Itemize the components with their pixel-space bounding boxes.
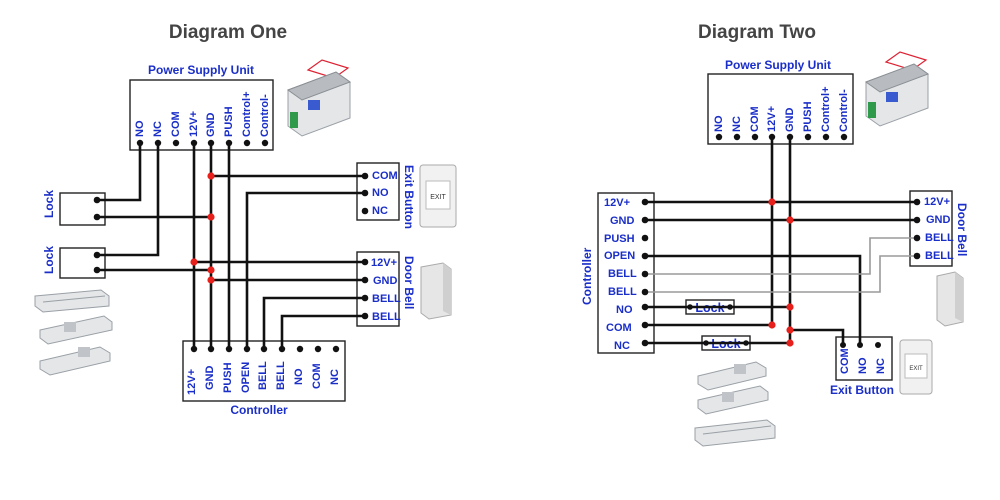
d2-ctrl-pin-nc: NC [614, 340, 630, 352]
d1-controller-pins: 12V+ GND PUSH OPEN BELL BELL NO COM NC [186, 361, 341, 395]
d2-psu-pin-nc: NC [731, 116, 743, 132]
d1-lock-label-2: Lock [42, 246, 56, 274]
d1-bolt-lock-photo [39, 346, 111, 376]
d2-psu-box [707, 73, 854, 145]
d2-terminals [641, 198, 921, 348]
d1-psu-pins: NO NC COM 12V+ GND PUSH Control+ Control… [134, 91, 271, 137]
d1-exit-plate-text: EXIT [430, 194, 446, 201]
d2-ctrl-pin-com: COM [606, 322, 632, 334]
d2-psu-pins: NO NC COM 12V+ GND PUSH Control+ Control… [713, 86, 850, 132]
d1-strike-lock-photo [39, 315, 113, 345]
d1-controller-label: Controller [230, 403, 288, 417]
diagram-two: Diagram Two Power Supply Unit NO NC COM … [580, 22, 969, 447]
d1-ctrl-pin-12v: 12V+ [186, 369, 198, 395]
d1-psu-pin-com: COM [170, 111, 182, 137]
d2-psu-pin-control-plus: Control+ [820, 86, 832, 132]
d1-bell-pin-bell-1: BELL [372, 293, 401, 305]
d2-psu-pin-com: COM [749, 106, 761, 132]
d2-bell-pin-bell-2: BELL [925, 250, 954, 262]
d1-ctrl-pin-nc: NC [329, 369, 341, 385]
d2-ctrl-pin-push: PUSH [604, 233, 635, 245]
d1-psu-pin-control-plus: Control+ [241, 91, 253, 137]
d2-psu-pin-no: NO [713, 115, 725, 132]
d1-ctrl-pin-push: PUSH [222, 362, 234, 393]
d1-exit-pin-nc: NC [372, 205, 388, 217]
d2-junctions [768, 198, 794, 347]
d1-door-bell-photo [420, 262, 452, 320]
d2-ctrl-pin-no: NO [616, 304, 633, 316]
d1-ctrl-pin-gnd: GND [204, 366, 216, 391]
d2-exit-plate-text: EXIT [909, 366, 923, 372]
d1-bell-pin-bell-2: BELL [372, 311, 401, 323]
d1-junctions [190, 172, 215, 284]
d2-psu-pin-control-minus: Control- [838, 89, 850, 132]
d2-exit-pin-nc: NC [875, 358, 887, 374]
d2-exit-pin-com: COM [839, 348, 851, 374]
d2-power-supply-photo [864, 51, 930, 127]
d2-bell-label: Door Bell [955, 203, 969, 256]
d2-controller-pins: 12V+ GND PUSH OPEN BELL BELL NO COM NC [604, 197, 637, 352]
d2-strike-lock-photo [697, 385, 769, 415]
d2-exit-button-photo: EXIT [899, 339, 933, 395]
d1-psu-box [129, 79, 274, 151]
d1-psu-label: Power Supply Unit [148, 63, 254, 77]
d1-psu-pin-control-minus: Control- [259, 94, 271, 137]
d2-magnetic-lock-photo [694, 419, 776, 447]
d1-exit-button-photo: EXIT [419, 164, 457, 228]
d1-wires [97, 143, 365, 349]
diagram-one-title: Diagram One [169, 22, 287, 43]
d2-psu-terminals [715, 133, 848, 141]
diagram-two-title: Diagram Two [698, 22, 816, 43]
d1-terminals [93, 172, 369, 353]
d2-psu-pin-12v: 12V+ [766, 106, 778, 132]
d1-psu-pin-12v: 12V+ [188, 111, 200, 137]
d2-exit-label: Exit Button [830, 383, 894, 397]
d1-ctrl-pin-com: COM [311, 363, 323, 389]
d1-psu-pin-push: PUSH [223, 106, 235, 137]
d2-ctrl-pin-gnd: GND [610, 215, 635, 227]
d1-ctrl-pin-bell-2: BELL [275, 361, 287, 390]
d1-exit-pin-no: NO [372, 187, 389, 199]
d2-door-bell-photo [936, 271, 964, 327]
d1-ctrl-pin-open: OPEN [240, 362, 252, 393]
d1-power-supply-photo [286, 59, 352, 137]
d1-psu-pin-nc: NC [152, 121, 164, 137]
d2-bell-pin-12v: 12V+ [924, 196, 950, 208]
d2-ctrl-pin-open: OPEN [604, 250, 635, 262]
d2-bolt-lock-photo [697, 361, 767, 391]
d2-psu-pin-gnd: GND [784, 108, 796, 133]
d1-magnetic-lock-photo [34, 289, 110, 313]
d1-lock-label-1: Lock [42, 190, 56, 218]
d2-controller-label: Controller [580, 247, 594, 305]
d2-bell-pin-bell-1: BELL [925, 232, 954, 244]
diagram-one: Diagram One Power Supply Unit NO NC COM … [34, 22, 457, 417]
d1-bell-pin-12v: 12V+ [371, 257, 397, 269]
d1-psu-pin-no: NO [134, 120, 146, 137]
d1-bell-pin-gnd: GND [373, 275, 398, 287]
d1-ctrl-pin-no: NO [293, 368, 305, 385]
d2-ctrl-pin-bell-2: BELL [608, 286, 637, 298]
d1-bell-label: Door Bell [402, 256, 416, 309]
d2-bell-pin-gnd: GND [926, 214, 951, 226]
d2-exit-pin-no: NO [857, 357, 869, 374]
d2-ctrl-pin-12v: 12V+ [604, 197, 630, 209]
d1-psu-pin-gnd: GND [205, 113, 217, 138]
d1-exit-label: Exit Button [402, 165, 416, 229]
d2-psu-label: Power Supply Unit [725, 58, 831, 72]
d2-ctrl-pin-bell-1: BELL [608, 268, 637, 280]
d2-psu-pin-push: PUSH [802, 101, 814, 132]
d1-ctrl-pin-bell-1: BELL [257, 361, 269, 390]
d1-exit-pin-com: COM [372, 170, 398, 182]
